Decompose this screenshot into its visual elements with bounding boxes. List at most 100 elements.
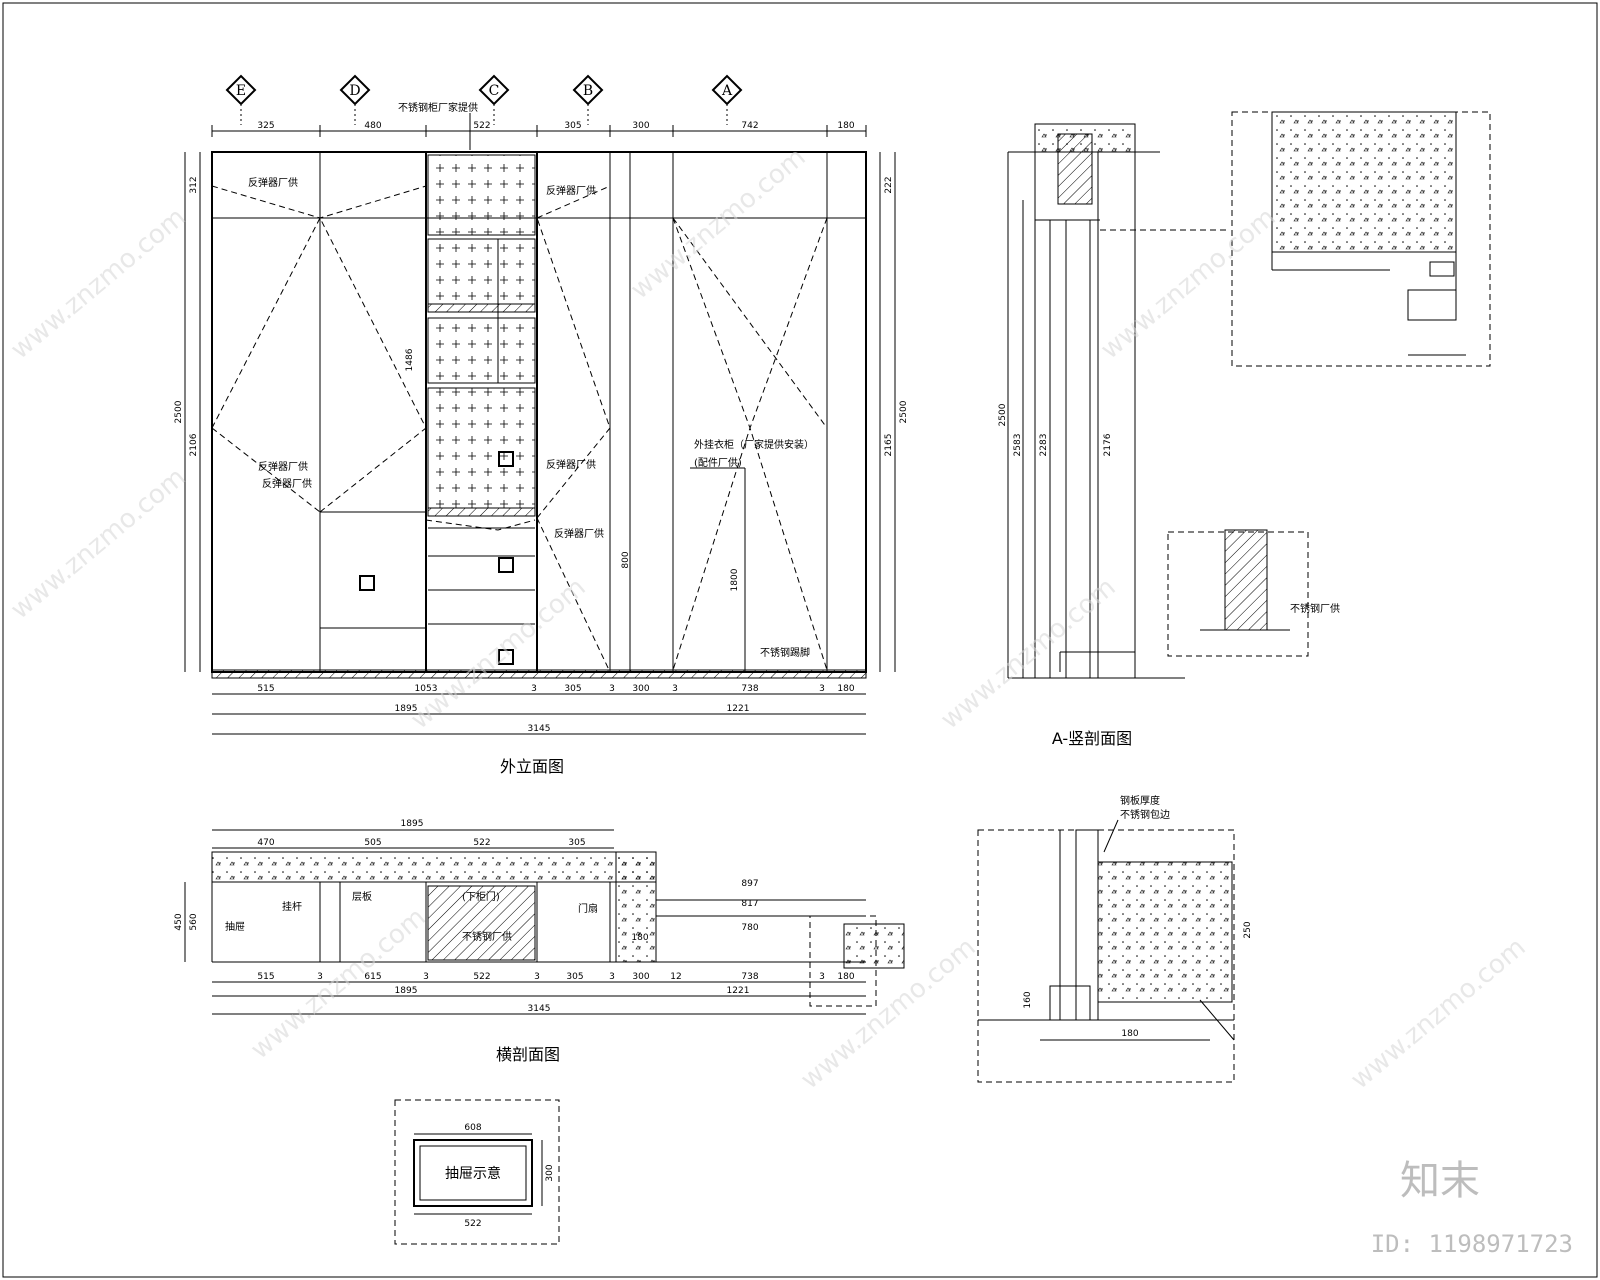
cross-dim-bot-3: 615 bbox=[364, 972, 381, 982]
cross-dim-bot-13: 180 bbox=[837, 972, 854, 982]
elev-dim-top-5: 300 bbox=[632, 121, 649, 131]
cross-dim-bot-5: 522 bbox=[473, 972, 490, 982]
elev-dim-left-3: 2500 bbox=[174, 400, 184, 423]
wardrobe-frame bbox=[211, 151, 867, 673]
cross-dim-bot-6: 3 bbox=[534, 972, 540, 982]
elevation-top-note: 不锈钢柜厂家提供 bbox=[398, 101, 478, 114]
cross-label-5: 不锈钢厂供 bbox=[462, 930, 512, 943]
cross-dim-bot-7: 305 bbox=[566, 972, 583, 982]
panel-dim-bottom: 522 bbox=[464, 1219, 481, 1229]
watermark-1: www.znzmo.com bbox=[5, 202, 191, 365]
elev-dim-left-1: 312 bbox=[189, 176, 199, 193]
detail-lower-right: 钢板厚度 不锈钢包边 180 250 160 bbox=[977, 794, 1253, 1083]
elev-dim-bot-7: 3 bbox=[672, 684, 678, 694]
cross-section-view: 1895 470 505 522 305 897 817 780 180 450… bbox=[174, 819, 905, 1064]
elev-dims-top: 325 480 522 305 300 742 180 bbox=[211, 121, 867, 137]
section-a-view: 2500 2583 2283 2176 A-竖剖面图 bbox=[998, 123, 1230, 748]
grid-axis-c: C bbox=[478, 74, 510, 125]
grid-axis-b-label: B bbox=[583, 83, 593, 99]
elev-dim-mid-3: 1800 bbox=[730, 568, 740, 591]
elev-door-note-2: (配件厂供) bbox=[694, 456, 742, 469]
elev-floor-note: 不锈钢踢脚 bbox=[760, 646, 810, 659]
detail-mid-label: 不锈钢厂供 bbox=[1290, 602, 1340, 615]
elevation-view: E D C B A 不锈钢柜厂家提供 bbox=[174, 74, 909, 776]
cross-dim-bot-12: 3 bbox=[819, 972, 825, 982]
watermark-3: www.znzmo.com bbox=[1095, 202, 1281, 365]
elev-label-mirror-4: 反弹器厂供 bbox=[262, 477, 312, 490]
elev-dim-right-1: 2500 bbox=[899, 400, 909, 423]
watermark-4: www.znzmo.com bbox=[5, 462, 191, 625]
elev-dim-top-2: 480 bbox=[364, 121, 381, 131]
cross-dim-top-total: 1895 bbox=[401, 819, 424, 829]
cross-dim-top-2: 505 bbox=[364, 838, 381, 848]
elev-dim-mid-2: 800 bbox=[621, 551, 631, 568]
detail-lower-label-2: 不锈钢包边 bbox=[1120, 808, 1170, 821]
cross-dim-bot2-2: 1221 bbox=[727, 986, 750, 996]
cross-dim-right-4: 180 bbox=[631, 933, 648, 943]
section-a-title: A-竖剖面图 bbox=[1052, 729, 1132, 748]
watermark-7: www.znzmo.com bbox=[245, 902, 431, 1065]
elev-dim-bot-8: 738 bbox=[741, 684, 758, 694]
elev-dim-right-2: 2165 bbox=[884, 434, 894, 457]
elev-dim-top-6: 742 bbox=[741, 121, 758, 131]
panel-title: 抽屉示意 bbox=[445, 1165, 501, 1182]
elev-dim-bot3: 3145 bbox=[528, 724, 551, 734]
elev-dim-mid-1: 1486 bbox=[405, 348, 415, 371]
elev-dim-top-7: 180 bbox=[837, 121, 854, 131]
grid-axis-e: E bbox=[225, 74, 257, 125]
cross-label-4: 门扇 bbox=[578, 902, 598, 915]
grid-axis-a-label: A bbox=[721, 83, 733, 99]
cross-label-2: 挂杆 bbox=[282, 900, 302, 913]
detail-lower-label-1: 钢板厚度 bbox=[1120, 794, 1160, 807]
cross-dim-bot-11: 738 bbox=[741, 972, 758, 982]
elev-dim-bot-4: 305 bbox=[564, 684, 581, 694]
detail-lower-dim-3: 160 bbox=[1023, 991, 1033, 1008]
elev-label-mirror-3: 反弹器厂供 bbox=[258, 460, 308, 473]
grid-axis-b: B bbox=[572, 74, 604, 125]
watermark-9: www.znzmo.com bbox=[1345, 932, 1531, 1095]
cross-dim-bot2-1: 1895 bbox=[395, 986, 418, 996]
section-a-dim-2: 2583 bbox=[1013, 434, 1023, 457]
cross-dim-left-1: 450 bbox=[174, 913, 184, 930]
cross-label-3: 层板 bbox=[352, 890, 372, 903]
cross-label-6: (下柜门) bbox=[462, 890, 500, 903]
elev-dim-bot-1: 515 bbox=[257, 684, 274, 694]
section-a-dim-3: 2283 bbox=[1039, 434, 1049, 457]
elev-dim-bot-5: 3 bbox=[609, 684, 615, 694]
elev-dim-bot-2: 1053 bbox=[415, 684, 438, 694]
image-id: ID: 1198971723 bbox=[1371, 1230, 1573, 1258]
detail-top-right bbox=[1231, 111, 1491, 367]
elev-door-note-1: 外挂衣柜（厂家提供安装） bbox=[694, 438, 814, 451]
elev-dim-bot2-1: 1895 bbox=[395, 704, 418, 714]
elev-dim-bot-6: 300 bbox=[632, 684, 649, 694]
elevation-title: 外立面图 bbox=[500, 757, 564, 776]
elev-dim-bot-9: 3 bbox=[819, 684, 825, 694]
elev-dim-right-3: 222 bbox=[884, 176, 894, 193]
watermark-6: www.znzmo.com bbox=[935, 572, 1121, 735]
cross-dim-top-1: 470 bbox=[257, 838, 274, 848]
cross-dim-total: 3145 bbox=[528, 1004, 551, 1014]
panel-dim-top: 608 bbox=[464, 1123, 481, 1133]
cross-dim-bot-9: 300 bbox=[632, 972, 649, 982]
elev-dim-top-4: 305 bbox=[564, 121, 581, 131]
cross-dim-bot-10: 12 bbox=[670, 972, 681, 982]
section-a-dim-4: 2176 bbox=[1103, 433, 1113, 456]
cross-dim-top-4: 305 bbox=[568, 838, 585, 848]
cross-dim-bot-4: 3 bbox=[423, 972, 429, 982]
watermark-5: www.znzmo.com bbox=[405, 572, 591, 735]
elev-label-mirror-5: 反弹器厂供 bbox=[546, 458, 596, 471]
cross-dim-bot-2: 3 bbox=[317, 972, 323, 982]
cross-dim-top-3: 522 bbox=[473, 838, 490, 848]
grid-axis-c-label: C bbox=[489, 83, 500, 99]
panel-dim-right: 300 bbox=[545, 1164, 555, 1181]
elev-label-mirror-6: 反弹器厂供 bbox=[554, 527, 604, 540]
elev-dim-top-3: 522 bbox=[473, 121, 490, 131]
elev-dim-bot-10: 180 bbox=[837, 684, 854, 694]
cross-section-title: 横剖面图 bbox=[496, 1045, 560, 1064]
grid-axis-d: D bbox=[339, 74, 371, 125]
detail-lower-dim-1: 180 bbox=[1121, 1029, 1138, 1039]
elev-label-mirror-2: 反弹器厂供 bbox=[546, 184, 596, 197]
cross-dim-right-3: 780 bbox=[741, 923, 758, 933]
